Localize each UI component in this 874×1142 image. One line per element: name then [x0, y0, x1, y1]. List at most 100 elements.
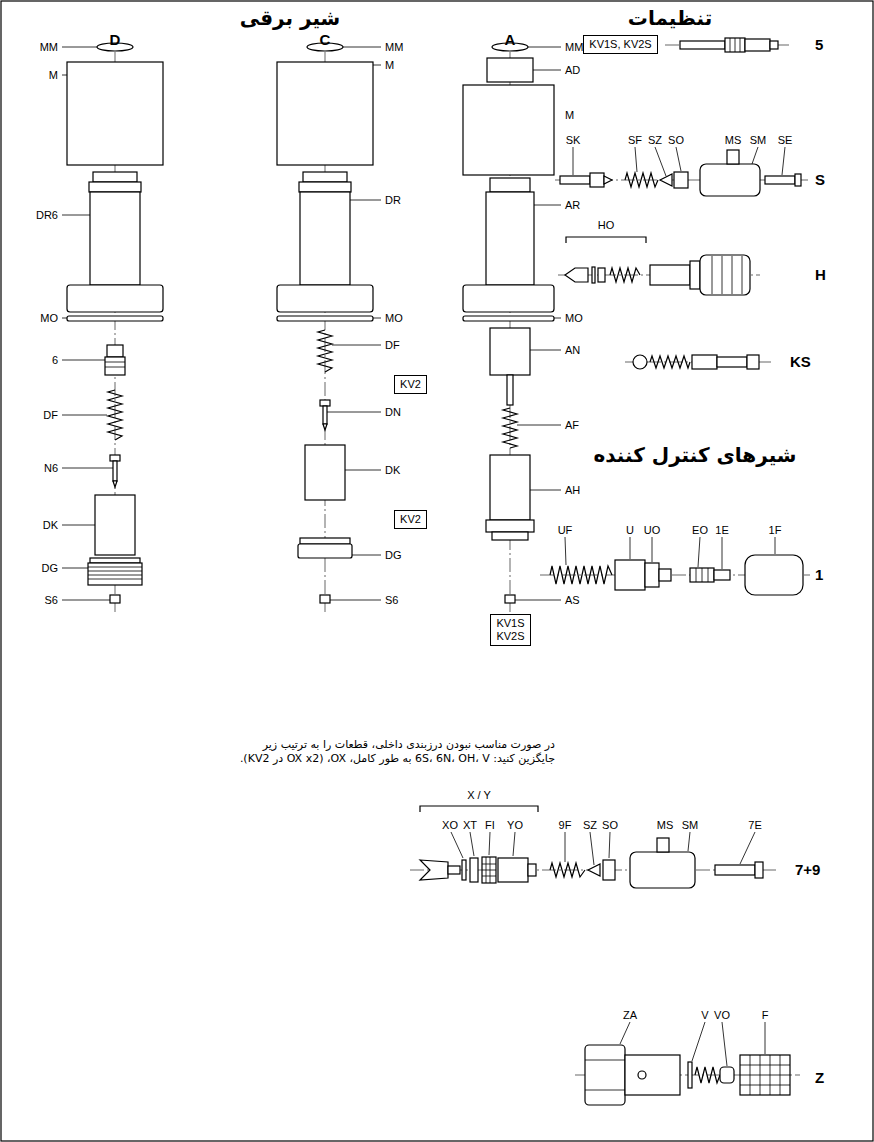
part-7-9-shape — [630, 852, 695, 888]
part-label: 9F — [559, 819, 572, 832]
part-label: S6 — [45, 594, 58, 607]
valve-a — [463, 43, 561, 612]
part-z-shape — [740, 1055, 790, 1095]
valve-d-shape — [62, 360, 105, 361]
part-7-9-shape — [715, 865, 755, 875]
valve-c-shape — [277, 62, 373, 165]
part-h-shape — [565, 268, 588, 282]
valve-d-shape — [105, 362, 125, 363]
valve-c-shape — [320, 400, 330, 406]
valve-d-shape — [62, 525, 95, 526]
valve-d — [62, 43, 163, 612]
part-z-shape — [585, 1090, 625, 1091]
valve-d-shape — [67, 316, 163, 321]
valve-d-shape — [108, 390, 122, 440]
part-h-shape — [722, 256, 723, 294]
part-label: FI — [485, 819, 495, 832]
model-code: KV1S, KV2S — [589, 38, 652, 51]
valve-a-shape — [503, 408, 517, 448]
part-h-shape — [742, 256, 743, 294]
part-s-shape — [590, 173, 604, 187]
part-label: MO — [385, 312, 403, 325]
part-7-9-shape — [588, 864, 600, 876]
section-title: شیر برقی — [240, 7, 341, 30]
part-z-shape — [625, 1055, 680, 1095]
part-7-9-shape — [565, 832, 566, 862]
part-label: ZA — [623, 1009, 637, 1022]
part-label: VO — [714, 1009, 730, 1022]
row-number: KS — [790, 353, 811, 370]
part-z-shape — [585, 1045, 625, 1105]
part-7-9-shape — [482, 857, 496, 883]
part-7-9-shape — [740, 832, 755, 864]
part-h — [558, 237, 760, 295]
valve-d-shape — [95, 495, 135, 555]
part-7-9-shape — [482, 876, 496, 877]
part-label: EO — [692, 524, 708, 537]
part-label: DG — [385, 549, 402, 562]
valve-d-shape — [89, 182, 141, 192]
part-7-9-shape — [657, 838, 669, 852]
part-7-9-shape — [688, 832, 690, 851]
part-h-shape — [610, 268, 640, 282]
valve-c-shape — [303, 172, 347, 182]
part-1-shape — [645, 563, 659, 587]
valve-d-shape — [110, 455, 120, 461]
valve-a-shape — [487, 58, 533, 82]
part-label: XO — [442, 819, 458, 832]
part-s-shape — [635, 147, 637, 172]
valve-c-shape — [318, 330, 332, 372]
part-label: UF — [558, 524, 573, 537]
valve-c-shape — [330, 600, 381, 601]
valve-a-shape — [490, 328, 530, 375]
valve-d-shape — [62, 215, 90, 216]
part-h-shape — [592, 267, 595, 283]
part-1-shape — [690, 568, 714, 582]
model-box: KV2 — [394, 510, 427, 529]
valve-d-shape — [113, 481, 117, 487]
column-letter: C — [320, 31, 331, 48]
part-ks-shape — [692, 355, 717, 369]
part-s-shape — [765, 176, 795, 184]
part-label: X / Y — [467, 789, 491, 802]
valve-c-shape — [277, 285, 373, 312]
part-label: MM — [40, 41, 58, 54]
part-s-shape — [676, 147, 681, 171]
part-label: MO — [40, 312, 58, 325]
part-z-shape — [688, 1062, 692, 1088]
valve-a-shape — [463, 316, 554, 321]
valve-a-shape — [528, 47, 561, 48]
part-label: U — [626, 524, 634, 537]
valve-c-shape — [332, 345, 381, 346]
part-1-shape — [775, 537, 776, 554]
part-s-shape — [752, 147, 758, 164]
valve-d-shape — [62, 568, 88, 569]
part-7-9-shape — [528, 864, 536, 876]
row-number: H — [815, 266, 826, 283]
valve-d-shape — [93, 172, 137, 182]
part-label: HO — [598, 219, 615, 232]
row-number: S — [815, 171, 825, 188]
part-label: SE — [778, 134, 793, 147]
valve-c-shape — [373, 318, 381, 319]
model-box: KV1S, KV2S — [583, 35, 658, 54]
row-number: 7+9 — [795, 861, 820, 878]
part-label: AS — [565, 594, 580, 607]
valve-d-shape — [90, 192, 140, 285]
valve-d-shape — [67, 285, 163, 312]
part-z — [575, 1022, 800, 1105]
part-h-shape — [700, 255, 750, 295]
part-7-9-shape — [451, 832, 463, 858]
valve-d-shape — [110, 595, 120, 603]
part-label: AD — [565, 64, 580, 77]
part-1-shape — [565, 537, 566, 565]
part-label: DF — [385, 339, 400, 352]
valve-a-shape — [515, 600, 561, 601]
part-label: 1E — [715, 524, 728, 537]
model-box: KV2 — [394, 375, 427, 394]
section-title: تنظیمات — [628, 7, 712, 30]
part-z-shape — [620, 1022, 630, 1044]
part-z-shape — [740, 1065, 790, 1066]
part-5-shape — [735, 38, 736, 52]
